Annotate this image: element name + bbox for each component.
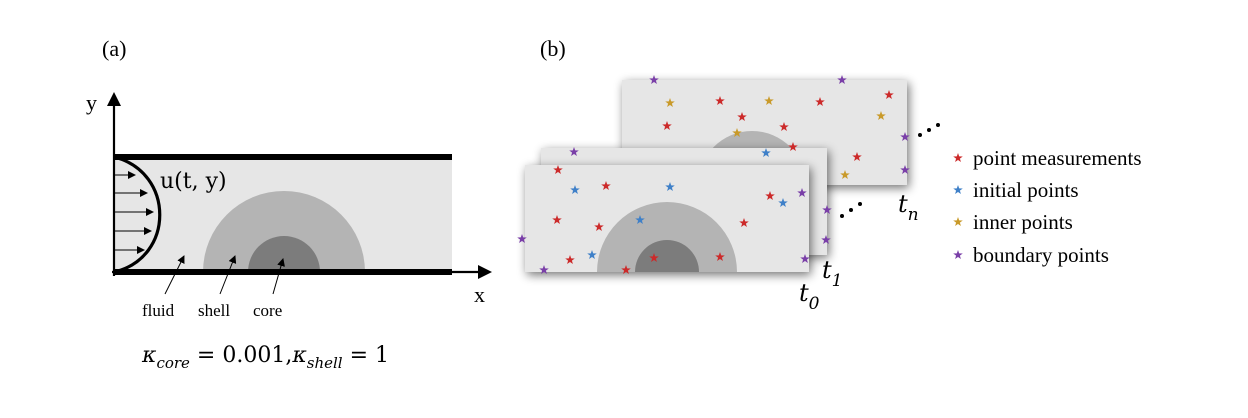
legend-label: boundary points: [973, 243, 1109, 267]
shell-region: [203, 191, 365, 272]
fluid-label: fluid: [142, 301, 175, 320]
ellipsis-dot: [918, 133, 922, 137]
region-pointers: fluid shell core: [142, 255, 285, 320]
legend-label: inner points: [973, 210, 1073, 234]
legend-label: initial points: [973, 178, 1079, 202]
star-icon: [953, 153, 963, 163]
ellipsis-dot: [849, 208, 853, 212]
ellipsis-dots: [840, 123, 940, 218]
time-label-t0: t0: [799, 279, 820, 314]
axes: y x: [86, 90, 492, 307]
kappa-core-subscript: core: [156, 354, 190, 372]
time-label-tn-t: t: [898, 190, 908, 218]
top-wall: [114, 154, 452, 160]
star-icon: [953, 217, 963, 227]
kappa-symbol: κ: [291, 343, 307, 368]
velocity-profile: u(t, y): [113, 155, 227, 274]
ellipsis-dot: [840, 214, 844, 218]
frame-t0: [525, 165, 809, 272]
time-label-tn: tn: [898, 190, 919, 225]
time-label-t0-sub: 0: [809, 294, 820, 314]
velocity-label: u(t, y): [160, 169, 227, 194]
kappa-core-value: = 0.001,: [190, 343, 292, 368]
legend: point measurements initial points inner …: [953, 146, 1142, 267]
legend-item-inner-points: inner points: [953, 210, 1073, 234]
time-label-t1: t1: [822, 256, 842, 291]
ellipsis-dot: [927, 128, 931, 132]
y-axis-arrowhead: [107, 92, 121, 106]
legend-item-initial-points: initial points: [953, 178, 1079, 202]
legend-label: point measurements: [973, 146, 1142, 170]
shell-label: shell: [198, 301, 230, 320]
star-icon: [953, 185, 963, 195]
core-region: [248, 236, 320, 272]
frame-t0-core: [635, 240, 699, 272]
fluid-pointer-arrow: [164, 255, 185, 295]
time-label-t1-sub: 1: [832, 271, 843, 291]
shell-pointer-arrow: [219, 255, 237, 295]
kappa-symbol: κ: [141, 343, 157, 368]
kappa-shell-value: = 1: [343, 343, 389, 368]
time-label-t1-t: t: [822, 256, 832, 284]
kappa-shell-subscript: shell: [307, 354, 343, 372]
channel: [114, 154, 452, 275]
ellipsis-dot: [936, 123, 940, 127]
legend-item-boundary-points: boundary points: [953, 243, 1109, 267]
x-axis-label: x: [474, 282, 485, 307]
y-axis-label: y: [86, 90, 97, 115]
time-label-t0-t: t: [799, 279, 809, 307]
x-axis-arrowhead: [478, 265, 492, 279]
kappa-equation: κcore = 0.001,κshell = 1: [141, 343, 389, 372]
legend-item-point-measurements: point measurements: [953, 146, 1142, 170]
core-pointer-arrow: [272, 258, 285, 295]
velocity-profile-curve: [113, 155, 162, 274]
time-label-tn-sub: n: [908, 205, 919, 225]
star-icon: [953, 250, 963, 260]
panel-a-label: (a): [102, 36, 126, 61]
frame-t0-shell: [597, 202, 737, 272]
ellipsis-dot: [858, 202, 862, 206]
core-label: core: [253, 301, 282, 320]
panel-b-label: (b): [540, 36, 566, 61]
